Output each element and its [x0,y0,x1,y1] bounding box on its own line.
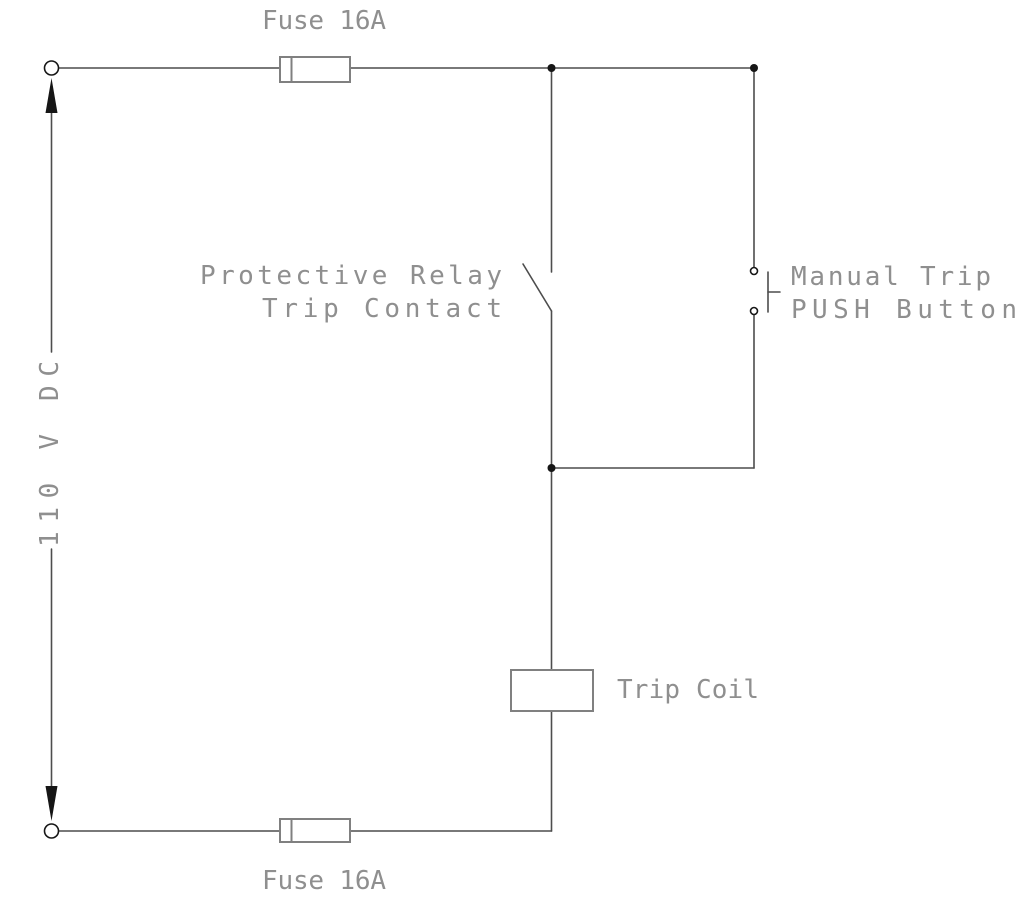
fuse-bottom-label: Fuse 16A [262,866,386,896]
button-contact-lower-circle [749,306,759,316]
junction-dot-mid [547,464,556,472]
terminal-top-circle [43,60,60,76]
labels: Fuse 16A Protective Relay Trip Contact M… [35,6,1017,896]
wires [50,67,781,832]
terminal-bottom-circle [43,823,60,839]
junction-dot-top-right [750,64,758,72]
junction-dot-top-mid [547,64,556,72]
voltage-label: 110 V DC [35,361,65,547]
component-outlines [279,56,594,843]
fuse-bottom-symbol [279,818,351,843]
arrowhead-up-icon [45,78,58,113]
manual-trip-label-line2: PUSH Button [791,295,1017,325]
fuse-top-label: Fuse 16A [262,6,386,36]
trip-coil-symbol [510,669,594,712]
junctions-and-arrows [45,64,758,821]
terminals-and-contacts [43,60,759,839]
manual-trip-label-line1: Manual Trip [791,262,991,292]
arrowhead-down-icon [45,786,58,821]
trip-coil-label: Trip Coil [617,675,759,705]
relay-contact-label-line2: Trip Contact [262,294,502,324]
relay-contact-label-line1: Protective Relay [200,261,502,291]
relay-contact-blade [522,263,553,312]
button-contact-upper-circle [749,266,759,276]
